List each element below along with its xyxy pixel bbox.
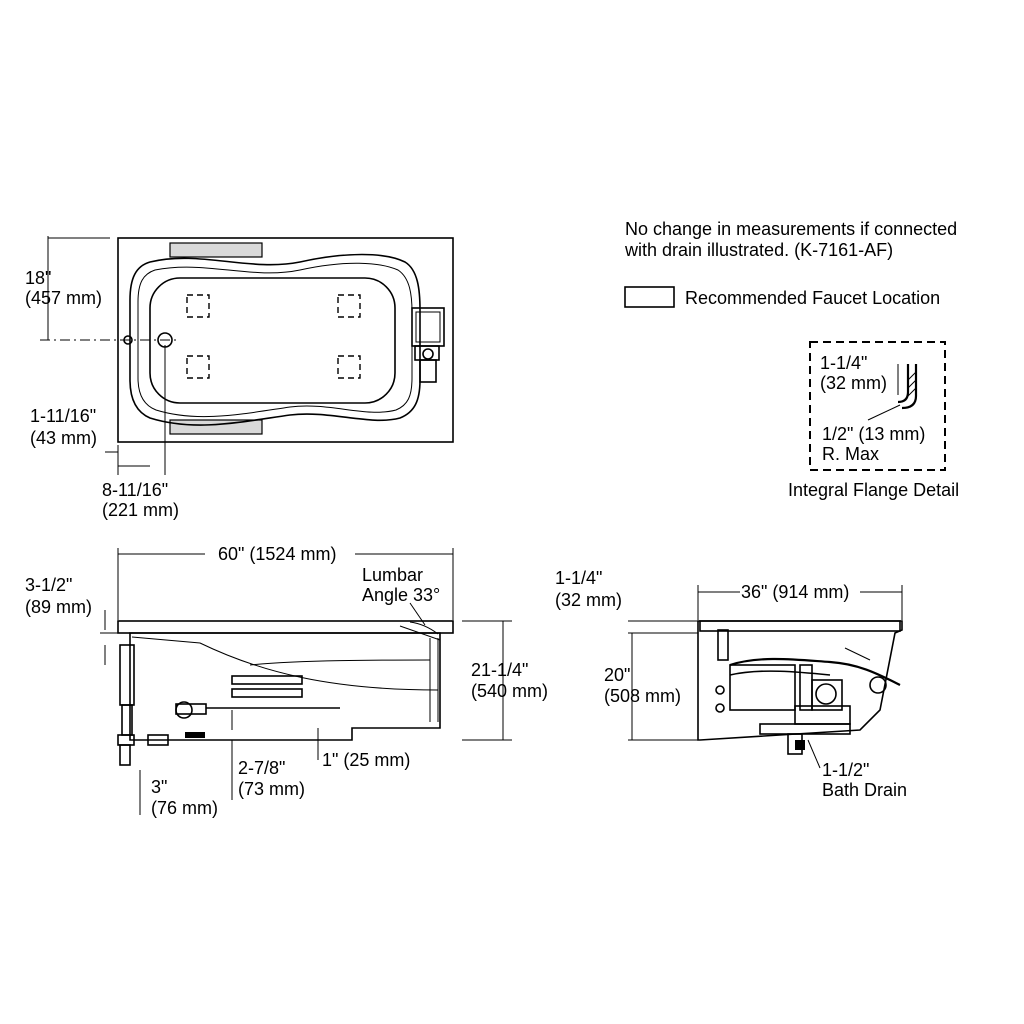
pump-unit <box>411 307 445 383</box>
side-floor-gap: 1" (25 mm) <box>322 750 411 770</box>
pump-piping <box>175 675 340 730</box>
flange-radius-label: R. Max <box>822 444 880 464</box>
tub-outer-rim <box>117 237 454 443</box>
headrest-top <box>169 242 263 258</box>
end-height-mm: (508 mm) <box>604 686 682 706</box>
tub-body-end <box>697 620 903 741</box>
flange-radius: 1/2" (13 mm) <box>822 424 926 444</box>
side-rim-mm: (89 mm) <box>25 597 92 617</box>
pump-motor <box>715 629 901 755</box>
side-drain-below-in: 3" <box>151 777 168 797</box>
side-drain-height-mm: (73 mm) <box>238 779 305 799</box>
end-flange-in: 1-1/4" <box>555 568 603 588</box>
drain-riser <box>117 644 205 766</box>
end-width: 36" (914 mm) <box>741 582 850 602</box>
flange-detail-caption: Integral Flange Detail <box>788 480 960 500</box>
faucet-legend-label: Recommended Faucet Location <box>685 288 941 308</box>
plan-drain-mm: (221 mm) <box>102 500 180 520</box>
basin-outer-outline <box>129 253 421 426</box>
lumbar-label-1: Lumbar <box>362 565 424 585</box>
plan-view <box>40 236 454 475</box>
jet-icon <box>186 355 210 379</box>
jet-icon <box>186 294 210 318</box>
flange-height-in: 1-1/4" <box>820 353 868 373</box>
end-drain-size: 1-1/2" <box>822 760 870 780</box>
flange-height-mm: (32 mm) <box>820 373 887 393</box>
end-height-in: 20" <box>604 665 631 685</box>
tub-body-side <box>129 632 441 741</box>
jet-markers <box>186 294 361 379</box>
side-drain-below-mm: (76 mm) <box>151 798 218 818</box>
jet-icon <box>337 355 361 379</box>
end-view <box>628 585 903 769</box>
note-line-2: with drain illustrated. (K-7161-AF) <box>625 240 894 260</box>
end-flange-mm: (32 mm) <box>555 590 622 610</box>
lumbar-label-2: Angle 33° <box>362 585 441 605</box>
note-line-1: No change in measurements if connected <box>625 219 958 239</box>
plan-depth-mm: (457 mm) <box>25 288 103 308</box>
flange-detail <box>809 341 946 471</box>
basin-mid-outline <box>137 262 413 418</box>
plan-offset-in: 1-11/16" <box>30 406 97 426</box>
side-drain-height-in: 2-7/8" <box>238 758 286 778</box>
end-drain-label: Bath Drain <box>822 780 908 800</box>
headrest-bottom <box>169 419 263 435</box>
side-height-mm: (540 mm) <box>471 681 549 701</box>
jet-icon <box>337 294 361 318</box>
plan-drain-in: 8-11/16" <box>102 480 169 500</box>
side-length: 60" (1524 mm) <box>218 544 337 564</box>
side-view <box>100 548 512 815</box>
faucet-location-swatch <box>624 286 675 308</box>
side-height-in: 21-1/4" <box>471 660 529 680</box>
plan-offset-mm: (43 mm) <box>30 428 97 448</box>
basin-inner <box>149 277 396 404</box>
side-rim-in: 3-1/2" <box>25 575 73 595</box>
plan-depth-in: 18" <box>25 268 52 288</box>
